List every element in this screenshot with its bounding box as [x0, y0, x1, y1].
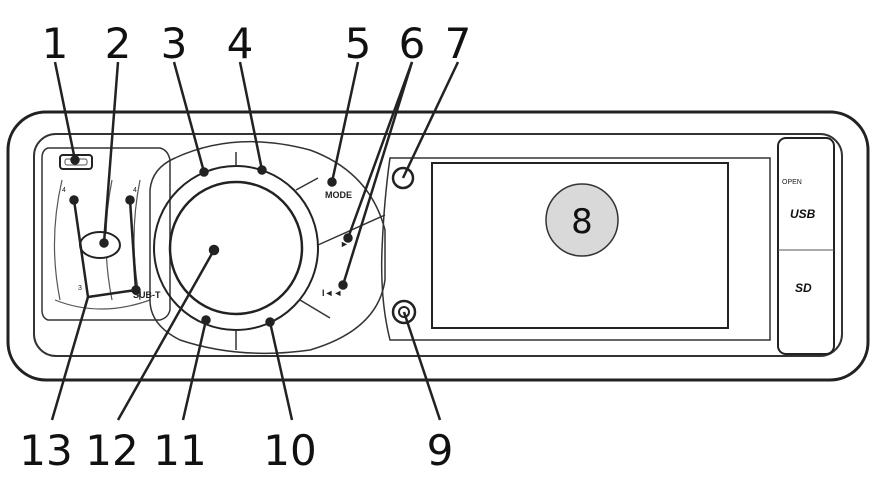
- mode-label: MODE: [325, 190, 352, 200]
- callout-13: 13: [19, 426, 72, 475]
- callout-3: 3: [161, 19, 188, 68]
- segment-divider: [295, 177, 319, 191]
- callout-10: 10: [263, 426, 316, 475]
- callout-9: 9: [427, 426, 454, 475]
- callout-11: 11: [153, 426, 206, 475]
- screen-bezel: [380, 157, 771, 341]
- callout-8: 8: [571, 202, 593, 242]
- preset-4-label: 4: [62, 187, 66, 194]
- callout-5: 5: [345, 19, 372, 68]
- segment-divider: [299, 299, 331, 319]
- open-label: OPEN: [782, 179, 802, 186]
- sd-label: SD: [795, 281, 812, 295]
- callout-12: 12: [85, 426, 138, 475]
- card-slot-panel: [777, 137, 835, 355]
- preset-4b-label: 4: [133, 187, 137, 194]
- play-label: ►: [340, 239, 349, 249]
- callout-7: 7: [445, 19, 472, 68]
- callout-2: 2: [105, 19, 132, 68]
- callout-4: 4: [227, 19, 254, 68]
- left-button-panel: [41, 147, 171, 321]
- callout-6: 6: [399, 19, 426, 68]
- knob-surround: [149, 140, 386, 355]
- volume-knob[interactable]: [168, 180, 304, 316]
- preset-3-label: 3: [78, 285, 82, 292]
- leader-lines: [50, 61, 460, 421]
- usb-label: USB: [790, 207, 816, 221]
- aux-jack-inner: [398, 306, 410, 318]
- left-panel-arc-4: [54, 299, 151, 310]
- sub-t-label: SUB-T: [133, 290, 161, 300]
- screen-number-badge: [545, 183, 619, 257]
- left-panel-arc-1: [53, 179, 63, 301]
- callout-1: 1: [42, 19, 69, 68]
- prev-label: I◄◄: [322, 288, 342, 298]
